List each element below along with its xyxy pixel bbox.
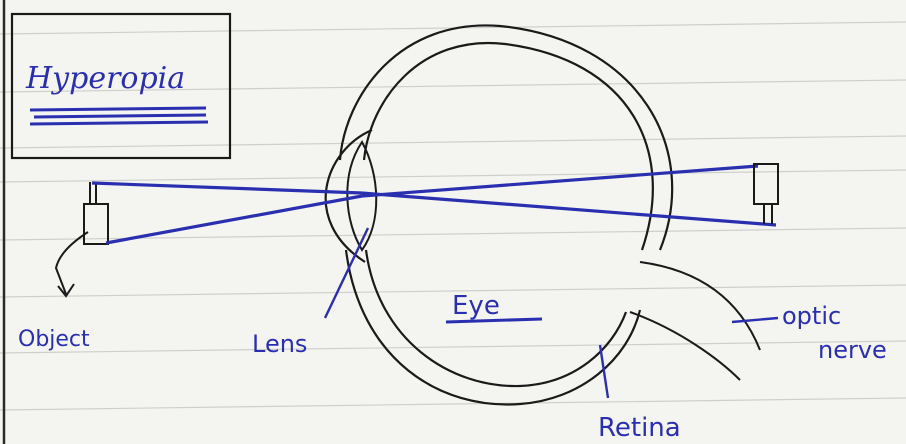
optic-nerve-label-1: optic [782, 302, 841, 330]
object-icon [84, 182, 108, 244]
optic-nerve-pointer [732, 318, 778, 322]
lens-pointer [325, 228, 368, 318]
object-label: Object [18, 327, 90, 352]
retina-label: Retina [598, 413, 681, 443]
optic-nerve-label-2: nerve [818, 336, 887, 364]
title-underline [30, 108, 208, 124]
title-text: Hyperopia [25, 61, 185, 96]
lens-label: Lens [252, 330, 307, 358]
image-icon [754, 164, 778, 224]
eye-label: Eye [452, 291, 500, 321]
